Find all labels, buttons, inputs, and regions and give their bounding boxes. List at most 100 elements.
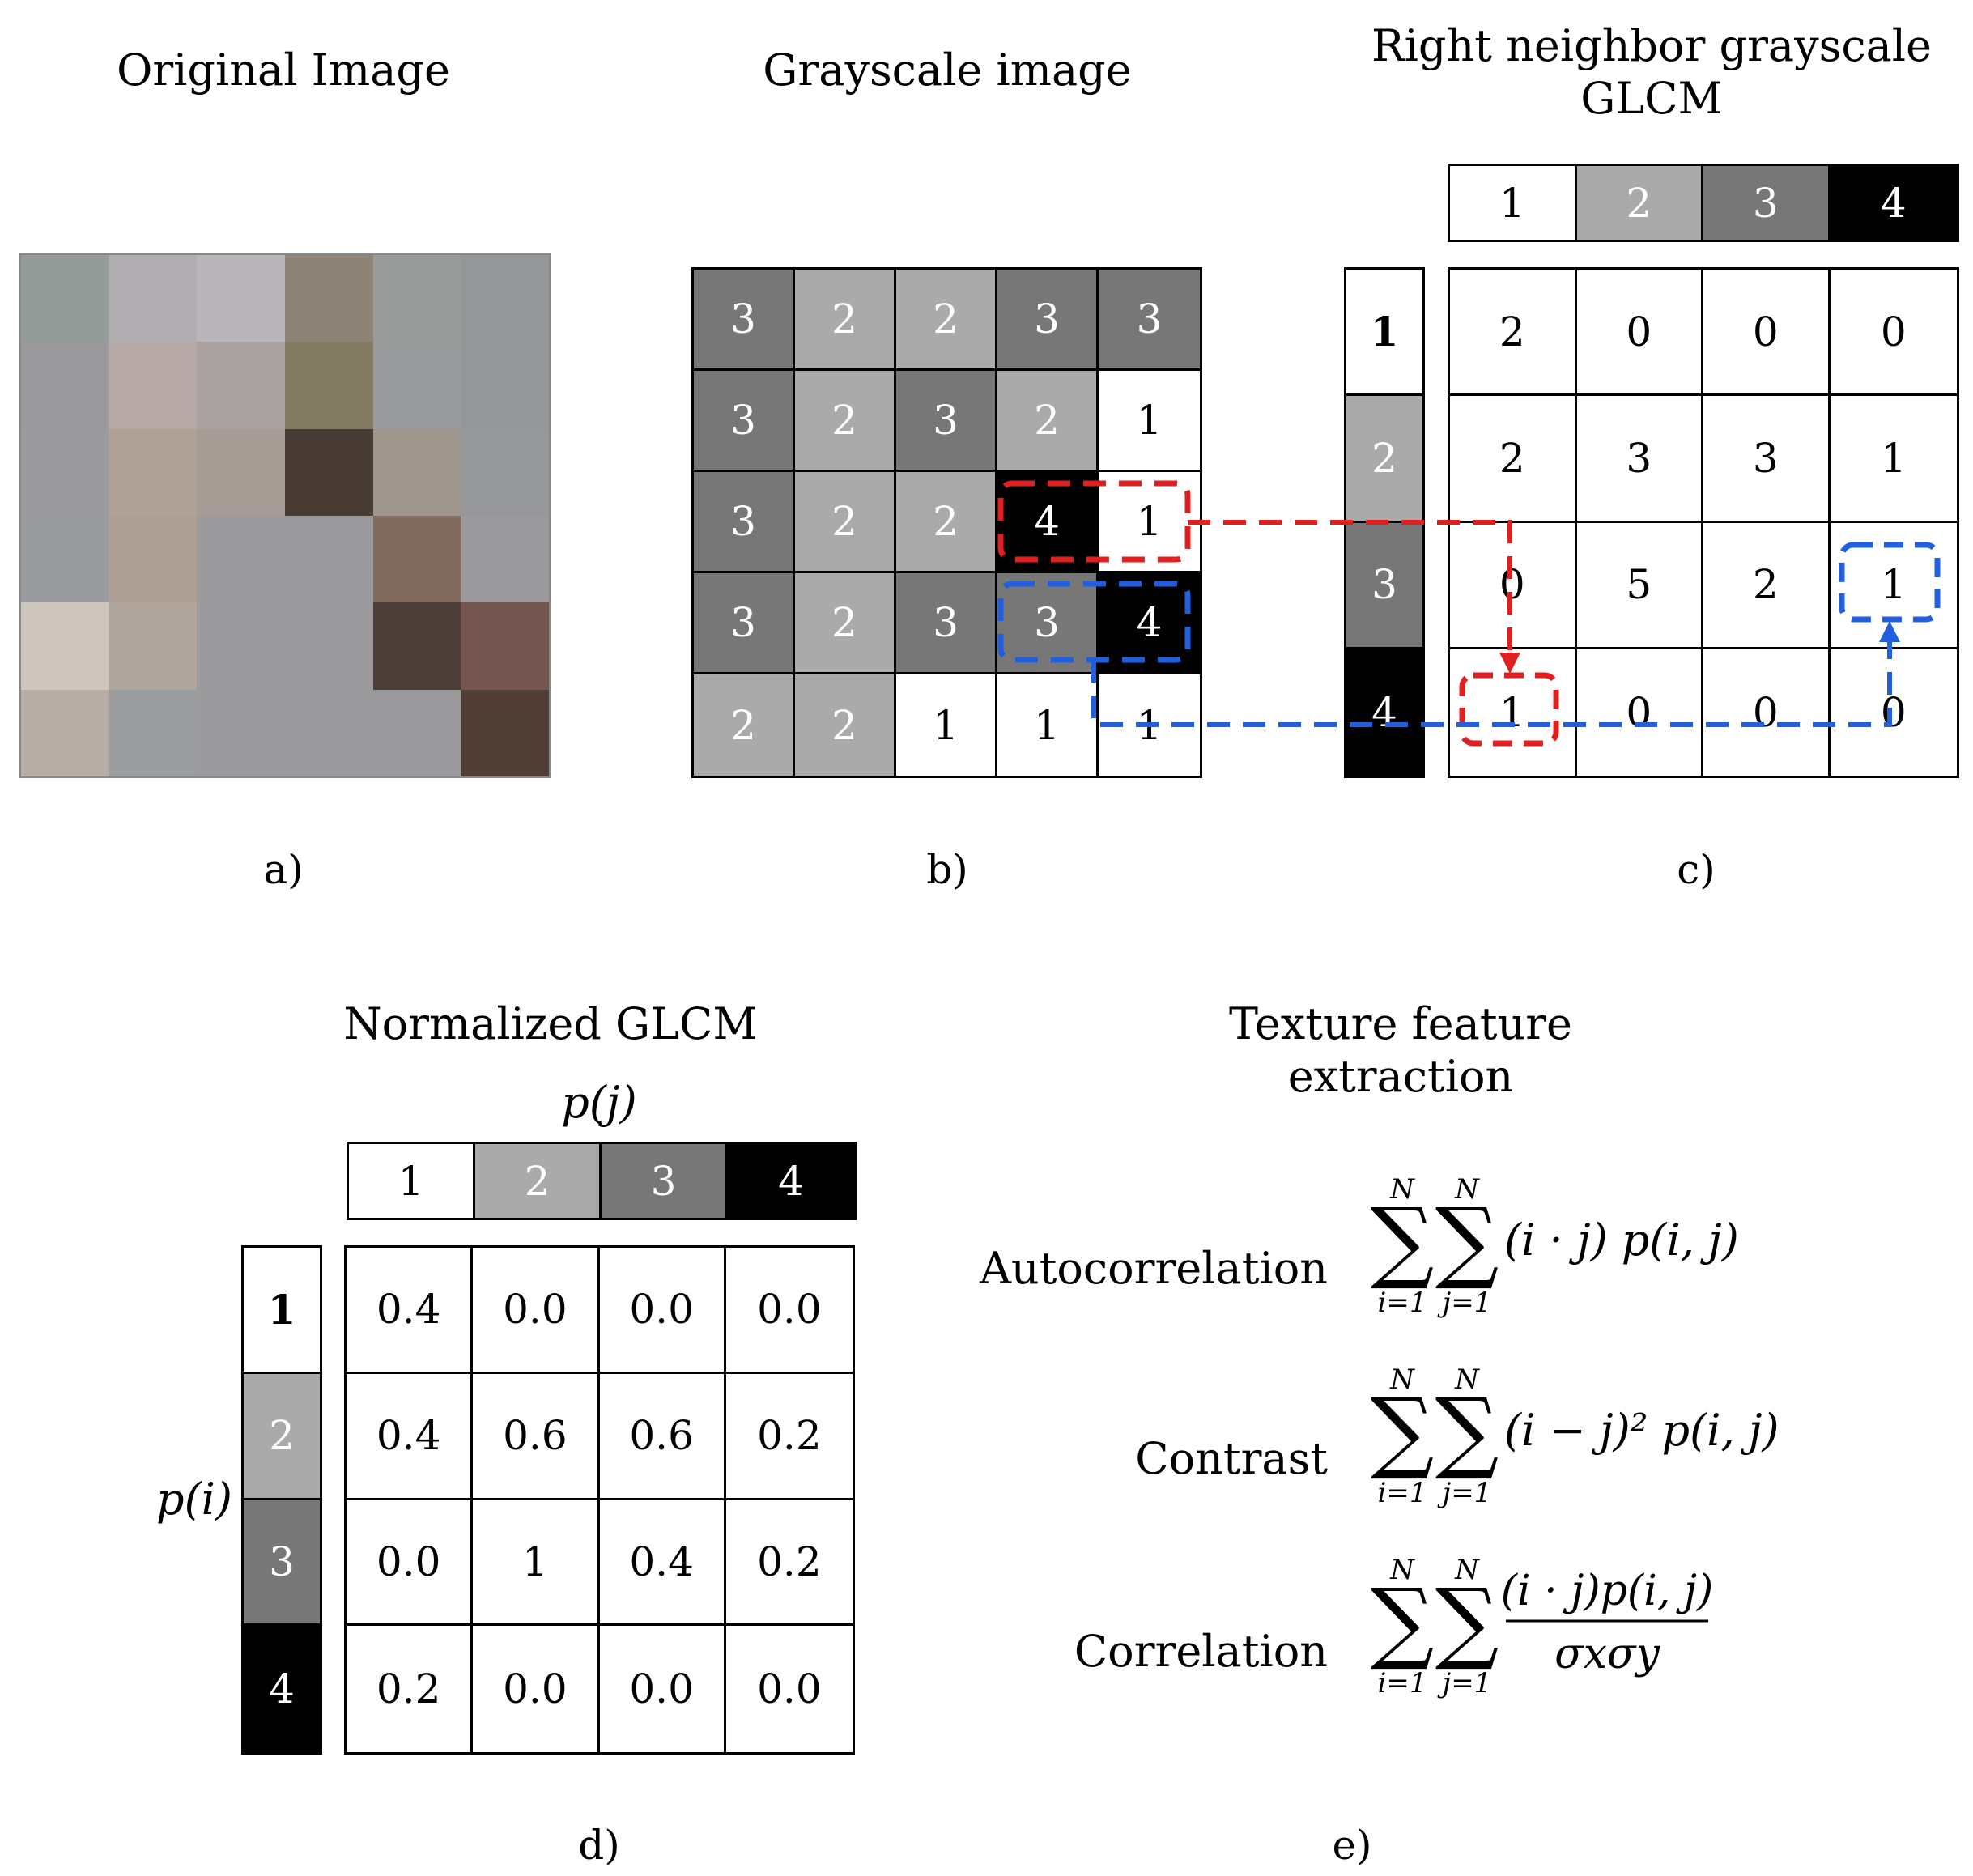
- panel-b-label: b): [926, 846, 968, 893]
- sum-lower-j: j=1: [1437, 1287, 1492, 1319]
- sigma-icon: ∑: [1371, 1189, 1435, 1292]
- row-header-cell: 1: [1346, 270, 1422, 397]
- sum-lower-i: i=1: [1378, 1477, 1427, 1509]
- matrix-cell: 0: [1703, 649, 1831, 776]
- sum-upper: N: [1389, 1363, 1415, 1396]
- matrix-cell: 0.6: [473, 1373, 600, 1500]
- panel-b-title: Grayscale image: [763, 45, 1132, 96]
- grayscale-cell: 2: [795, 270, 896, 371]
- sum-upper: N: [1454, 1363, 1480, 1396]
- feature-autocorrelation-name: Autocorrelation: [979, 1243, 1328, 1294]
- grayscale-cell: 4: [1099, 573, 1200, 674]
- grayscale-cell: 1: [1099, 472, 1200, 573]
- grayscale-cell: 1: [1099, 371, 1200, 472]
- image-pixel: [284, 689, 373, 776]
- sum-lower-i: i=1: [1378, 1287, 1427, 1319]
- grayscale-cell: 3: [694, 371, 795, 472]
- row-header-cell: 2: [1346, 396, 1422, 523]
- contrast-formula: N ∑ i=1 N ∑ j=1 (i − j)² p(i, j): [1371, 1363, 1780, 1509]
- correlation-numerator: (i · j)p(i, j): [1501, 1567, 1714, 1615]
- column-header-cell: 1: [349, 1144, 475, 1218]
- matrix-cell: 0.0: [599, 1626, 726, 1752]
- grayscale-cell: 3: [694, 472, 795, 573]
- sum-upper: N: [1389, 1173, 1415, 1206]
- matrix-cell: 2: [1450, 396, 1577, 523]
- sum-upper: N: [1389, 1554, 1415, 1586]
- matrix-cell: 2: [1703, 522, 1831, 649]
- autocorrelation-formula: N ∑ i=1 N ∑ j=1 (i · j) p(i, j): [1371, 1173, 1739, 1319]
- panel-c-label: c): [1677, 846, 1716, 893]
- row-axis-label: p(i): [156, 1474, 232, 1525]
- image-pixel: [21, 342, 109, 429]
- image-pixel: [284, 255, 373, 342]
- correlation-formula: N ∑ i=1 N ∑ j=1 (i · j)p(i, j) σxσy: [1371, 1554, 1714, 1699]
- matrix-cell: 0: [1703, 270, 1831, 397]
- sum-lower-i: i=1: [1378, 1667, 1427, 1699]
- image-pixel: [372, 342, 461, 429]
- grayscale-cell: 4: [997, 472, 1099, 573]
- row-header-cell: 4: [1346, 649, 1422, 776]
- image-pixel: [461, 428, 549, 516]
- column-header-cell: 2: [1576, 166, 1703, 240]
- sigma-icon: ∑: [1371, 1379, 1435, 1483]
- matrix-cell: 0.6: [599, 1373, 726, 1500]
- grayscale-cell: 3: [997, 573, 1099, 674]
- col-axis-label: p(j): [561, 1077, 637, 1128]
- matrix-cell: 0.0: [347, 1500, 474, 1627]
- blue-arrowhead: [1879, 621, 1900, 642]
- image-pixel: [197, 342, 285, 429]
- matrix-cell: 3: [1576, 396, 1703, 523]
- image-pixel: [108, 428, 198, 516]
- image-pixel: [461, 689, 549, 776]
- feature-contrast-name: Contrast: [1135, 1433, 1328, 1484]
- image-pixel: [372, 516, 461, 603]
- matrix-cell: 2: [1450, 270, 1577, 397]
- panel-c-title-line2: GLCM: [1580, 72, 1723, 124]
- matrix-cell: 0.2: [725, 1373, 853, 1500]
- matrix-cell: 1: [473, 1500, 600, 1627]
- panel-c-title-line1: Right neighbor grayscale: [1371, 20, 1932, 71]
- image-pixel: [108, 342, 198, 429]
- original-image: [19, 253, 551, 778]
- grayscale-cell: 1: [997, 674, 1099, 776]
- grayscale-cell: 2: [896, 270, 997, 371]
- matrix-cell: 5: [1576, 522, 1703, 649]
- image-pixel: [108, 516, 198, 603]
- matrix-cell: 0.0: [725, 1626, 853, 1752]
- image-pixel: [461, 516, 549, 603]
- matrix-cell: 0: [1576, 649, 1703, 776]
- column-header-cell: 2: [475, 1144, 602, 1218]
- grayscale-cell: 3: [997, 270, 1099, 371]
- sum-upper: N: [1454, 1173, 1480, 1206]
- sum-upper: N: [1454, 1554, 1480, 1586]
- image-pixel: [284, 602, 373, 690]
- image-pixel: [461, 602, 549, 690]
- grayscale-cell: 2: [795, 371, 896, 472]
- row-header-cell: 3: [244, 1500, 320, 1627]
- image-pixel: [108, 255, 198, 342]
- panel-d-title: Normalized GLCM: [343, 998, 758, 1049]
- red-arrowhead: [1499, 653, 1520, 674]
- image-pixel: [461, 255, 549, 342]
- matrix-cell: 0: [1450, 522, 1577, 649]
- grayscale-cell: 3: [896, 371, 997, 472]
- autocorrelation-term: (i · j) p(i, j): [1504, 1215, 1739, 1266]
- matrix-cell: 0.2: [347, 1626, 474, 1752]
- image-pixel: [21, 516, 109, 603]
- image-pixel: [284, 428, 373, 516]
- feature-correlation-name: Correlation: [1074, 1626, 1328, 1677]
- image-pixel: [284, 516, 373, 603]
- correlation-denominator: σxσy: [1554, 1630, 1660, 1678]
- grayscale-cell: 3: [694, 270, 795, 371]
- panel-d-label: d): [578, 1822, 620, 1869]
- image-pixel: [108, 602, 198, 690]
- red-pair-box: [997, 480, 1191, 563]
- grayscale-cell: 2: [795, 472, 896, 573]
- grayscale-cell: 2: [997, 371, 1099, 472]
- grayscale-cell: 1: [896, 674, 997, 776]
